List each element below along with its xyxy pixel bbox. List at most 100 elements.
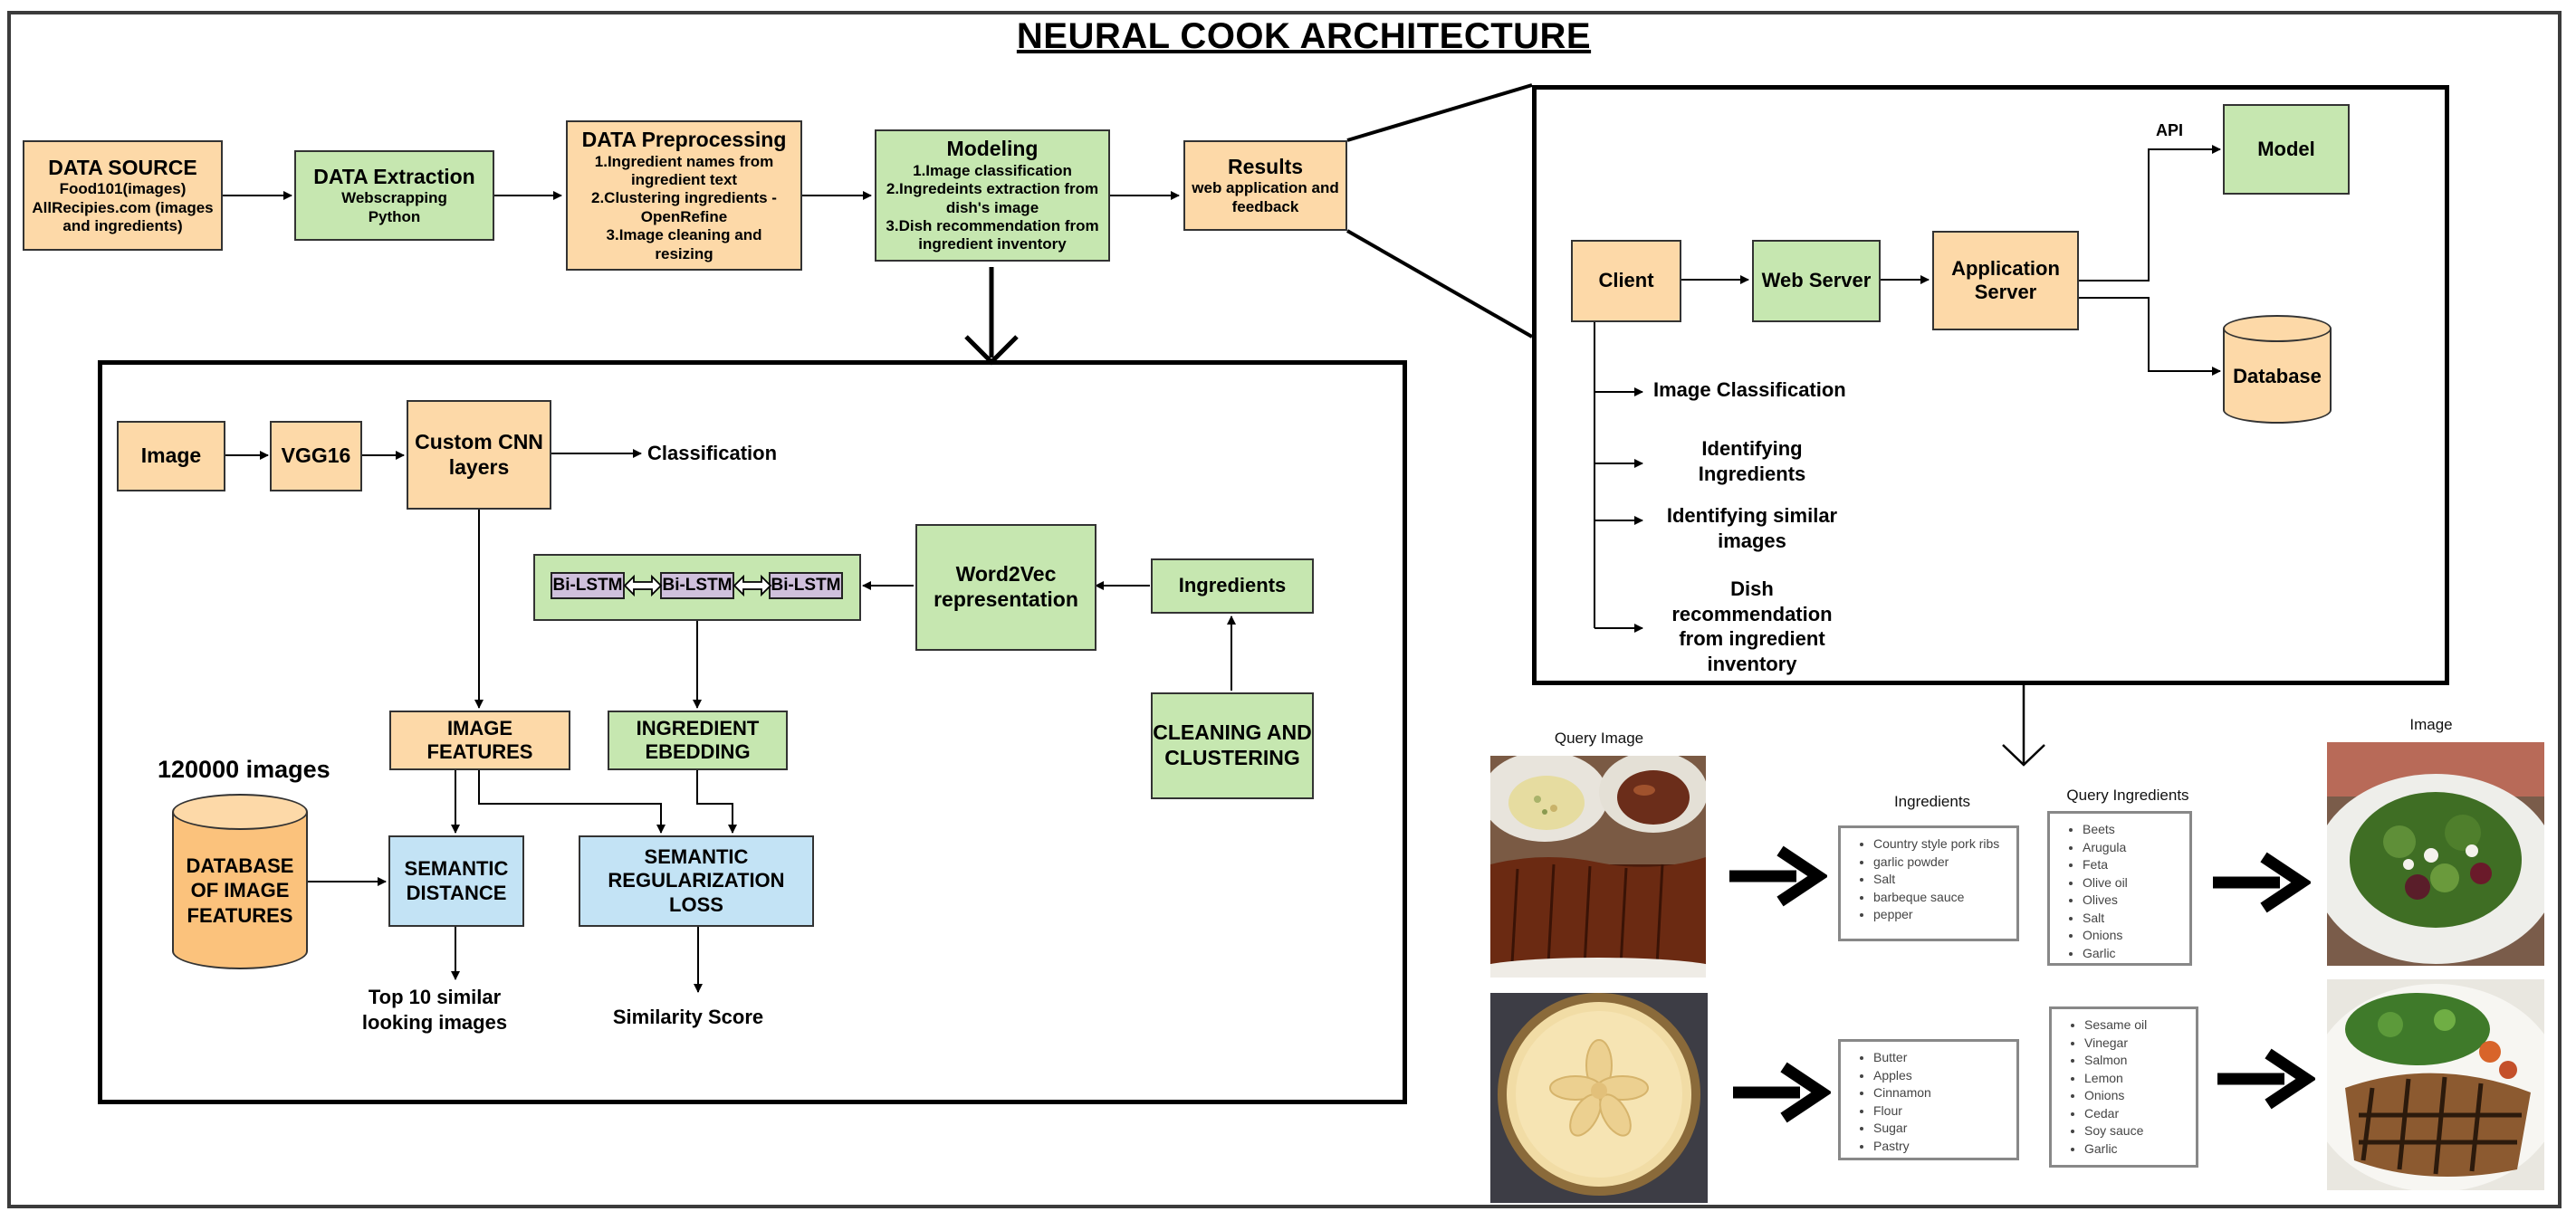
list-item: barbeque sauce bbox=[1873, 889, 2007, 907]
arrow-appserver-database bbox=[2079, 297, 2221, 376]
results-zoom-line-bottom bbox=[1346, 229, 1533, 339]
image-label: Image bbox=[140, 444, 202, 468]
database-label: OF IMAGE bbox=[190, 879, 290, 902]
list-item: Salt bbox=[1873, 871, 2007, 889]
modeling-title: Modeling bbox=[946, 137, 1039, 161]
list-item: Sesame oil bbox=[2084, 1016, 2187, 1035]
app-server-label: Application bbox=[1951, 256, 2060, 280]
query-photo-ribs bbox=[1490, 756, 1706, 978]
image-features-label: IMAGE bbox=[446, 716, 513, 739]
result-photo-salmon bbox=[2327, 979, 2544, 1190]
vgg16-box: VGG16 bbox=[270, 421, 362, 491]
semantic-distance-box: SEMANTIC DISTANCE bbox=[388, 835, 524, 927]
image-features-box: IMAGE FEATURES bbox=[389, 711, 570, 770]
data-extraction-line: Webscrapping bbox=[341, 189, 447, 207]
list-item: Garlic bbox=[2084, 1140, 2187, 1159]
list-item: Cinnamon bbox=[1873, 1084, 2007, 1102]
list-item: Soy sauce bbox=[2084, 1122, 2187, 1140]
database-label: FEATURES bbox=[187, 903, 293, 927]
feature-line: Dish bbox=[1730, 577, 1774, 600]
result-photo-salad bbox=[2327, 742, 2544, 966]
data-extraction-box: DATA Extraction Webscrapping Python bbox=[294, 150, 494, 241]
list-item: Pastry bbox=[1873, 1138, 2007, 1156]
fat-arrow-icon bbox=[1729, 845, 1827, 907]
web-server-box: Web Server bbox=[1752, 240, 1881, 322]
list-item: Lemon bbox=[2084, 1070, 2187, 1088]
custom-cnn-label: Custom CNN bbox=[415, 429, 543, 453]
feature-line: Identifying bbox=[1701, 437, 1803, 460]
image-box: Image bbox=[117, 421, 225, 491]
web-drop-chevron bbox=[2002, 744, 2045, 767]
list-item: Salmon bbox=[2084, 1052, 2187, 1070]
image-caption: Image bbox=[2409, 716, 2453, 733]
feature-identifying-similar-images: Identifying similar images bbox=[1657, 503, 1847, 553]
modeling-line: 1.Image classification bbox=[913, 161, 1072, 179]
list-item: Flour bbox=[1873, 1102, 2007, 1121]
fat-arrow-icon bbox=[2217, 1048, 2315, 1110]
list-item: Onions bbox=[2083, 927, 2180, 945]
data-preprocessing-line: 1.Ingredient names from bbox=[594, 152, 774, 170]
database-cylinder: Database bbox=[2223, 315, 2332, 424]
arrow-appserver-model bbox=[2079, 145, 2221, 281]
feature-line: Image Classification bbox=[1653, 378, 1846, 401]
list-item: Vinegar bbox=[2084, 1035, 2187, 1053]
data-source-line: AllRecipies.com (images bbox=[32, 198, 214, 216]
outer-frame bbox=[7, 11, 2562, 1208]
bilstm-cell: Bi-LSTM bbox=[769, 572, 843, 599]
feature-dish-recommendation: Dish recommendation from ingredient inve… bbox=[1657, 577, 1847, 676]
data-preprocessing-box: DATA Preprocessing 1.Ingredient names fr… bbox=[566, 120, 802, 271]
api-label: API bbox=[2156, 121, 2184, 139]
data-preprocessing-title: DATA Preprocessing bbox=[581, 128, 787, 152]
semantic-distance-label: DISTANCE bbox=[406, 881, 507, 904]
list-item: Country style pork ribs bbox=[1873, 835, 2007, 854]
image-features-database: DATABASE OF IMAGE FEATURES bbox=[172, 794, 308, 969]
results-line: web application and bbox=[1192, 179, 1339, 197]
list-item: Olives bbox=[2083, 892, 2180, 910]
bilstm-label: Bi-LSTM bbox=[662, 575, 733, 595]
app-server-label: Server bbox=[1974, 281, 2037, 303]
feature-line: inventory bbox=[1707, 652, 1797, 675]
page-title: NEURAL COOK ARCHITECTURE bbox=[1016, 16, 1592, 56]
arrow-embedding-loss bbox=[696, 770, 737, 834]
list-item: Sugar bbox=[1873, 1120, 2007, 1138]
feature-line: from ingredient bbox=[1679, 627, 1825, 650]
top10-line: Top 10 similar bbox=[368, 986, 502, 1008]
feature-line: recommendation bbox=[1671, 602, 1833, 625]
ingredients-label: Ingredients bbox=[1178, 574, 1287, 597]
data-source-title: DATA SOURCE bbox=[48, 155, 197, 179]
query-ingredients-list-1: Beets Arugula Feta Olive oil Olives Salt… bbox=[2047, 811, 2192, 966]
web-server-label: Web Server bbox=[1761, 269, 1872, 292]
semantic-loss-box: SEMANTIC REGULARIZATION LOSS bbox=[579, 835, 814, 927]
bilstm-label: Bi-LSTM bbox=[552, 575, 623, 595]
cleaning-label: CLEANING AND bbox=[1153, 720, 1312, 745]
list-item: Garlic bbox=[2083, 945, 2180, 963]
results-zoom-line-top bbox=[1346, 83, 1533, 142]
list-item: Feta bbox=[2083, 856, 2180, 874]
images-count-label: 120000 images bbox=[158, 756, 330, 783]
query-image-label: Query Image bbox=[1554, 730, 1644, 747]
semantic-loss-label: SEMANTIC bbox=[644, 844, 749, 868]
word2vec-label: representation bbox=[934, 587, 1078, 611]
arrow-features-loss bbox=[478, 770, 666, 834]
ingredients-caption: Ingredients bbox=[1893, 793, 1971, 810]
feature-line: images bbox=[1718, 529, 1786, 552]
query-ingredients-caption: Query Ingredients bbox=[2066, 787, 2189, 804]
word2vec-label: Word2Vec bbox=[955, 562, 1057, 587]
feature-line: Ingredients bbox=[1698, 462, 1806, 485]
data-source-line: Food101(images) bbox=[59, 180, 187, 198]
list-item: Olive oil bbox=[2083, 874, 2180, 892]
results-box: Results web application and feedback bbox=[1183, 140, 1347, 231]
list-item: Onions bbox=[2084, 1087, 2187, 1105]
semantic-loss-label: REGULARIZATION bbox=[608, 869, 785, 892]
list-item: Beets bbox=[2083, 821, 2180, 839]
data-preprocessing-line: 2.Clustering ingredients - bbox=[591, 189, 777, 207]
modeling-line: dish's image bbox=[945, 198, 1039, 216]
similarity-score-label: Similarity Score bbox=[612, 1006, 764, 1028]
ingredient-embedding-box: INGREDIENT EBEDDING bbox=[608, 711, 788, 770]
modeling-box: Modeling 1.Image classification 2.Ingred… bbox=[875, 129, 1110, 262]
web-architecture-panel bbox=[1532, 85, 2449, 685]
top10-line: looking images bbox=[361, 1010, 508, 1034]
semantic-loss-label: LOSS bbox=[669, 892, 723, 916]
application-server-box: Application Server bbox=[1932, 231, 2079, 330]
